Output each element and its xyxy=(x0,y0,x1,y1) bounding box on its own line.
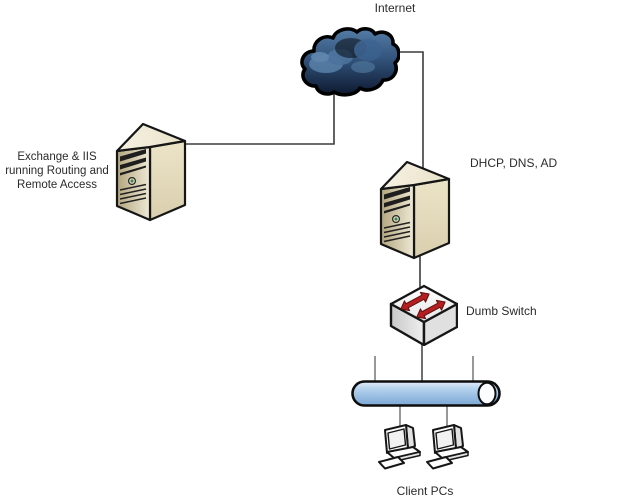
server-vents xyxy=(119,183,147,205)
client-pc1-icon xyxy=(378,424,421,470)
switch-top-face xyxy=(389,284,458,324)
switch-arrows xyxy=(400,291,446,320)
bus-pipe xyxy=(351,380,501,407)
client-pcs-label: Client PCs xyxy=(396,484,454,498)
server-side-face xyxy=(412,177,451,260)
cloud-icon xyxy=(300,27,400,97)
switch-icon xyxy=(389,284,458,346)
ethernet-segment-icon xyxy=(351,380,501,407)
server-power-led-dot xyxy=(394,217,398,221)
exchange-server-label-line2: running Routing and xyxy=(5,165,109,177)
connector-exchange-to-cloud xyxy=(184,93,335,145)
connector-cloud-to-dhcp xyxy=(392,51,424,178)
exchange-server-icon xyxy=(115,122,187,222)
pc-keyboard xyxy=(378,456,405,470)
server-vents xyxy=(383,221,411,243)
dhcp-server-icon xyxy=(379,160,451,260)
server-side-face xyxy=(148,139,187,222)
dhcp-server-label: DHCP, DNS, AD xyxy=(470,156,558,170)
exchange-server-label-line3: Remote Access xyxy=(17,179,97,191)
pc-screen xyxy=(435,428,455,450)
switch-label: Dumb Switch xyxy=(466,304,537,318)
server-drive-bays xyxy=(120,149,146,176)
internet-label: Internet xyxy=(374,1,416,15)
server-top-face xyxy=(115,122,187,153)
exchange-server-label-line1: Exchange & IIS xyxy=(17,151,97,163)
server-top-face xyxy=(379,160,451,191)
server-power-led-dot xyxy=(130,179,134,183)
client-pc2-icon xyxy=(426,424,469,470)
pc-screen xyxy=(387,428,407,450)
bus-end-cap xyxy=(477,381,497,406)
server-drive-bays xyxy=(384,187,410,214)
cloud-highlights xyxy=(309,38,382,73)
exchange-server-label: Exchange & IIS running Routing and Remot… xyxy=(0,150,114,192)
pc-keyboard xyxy=(426,456,453,470)
